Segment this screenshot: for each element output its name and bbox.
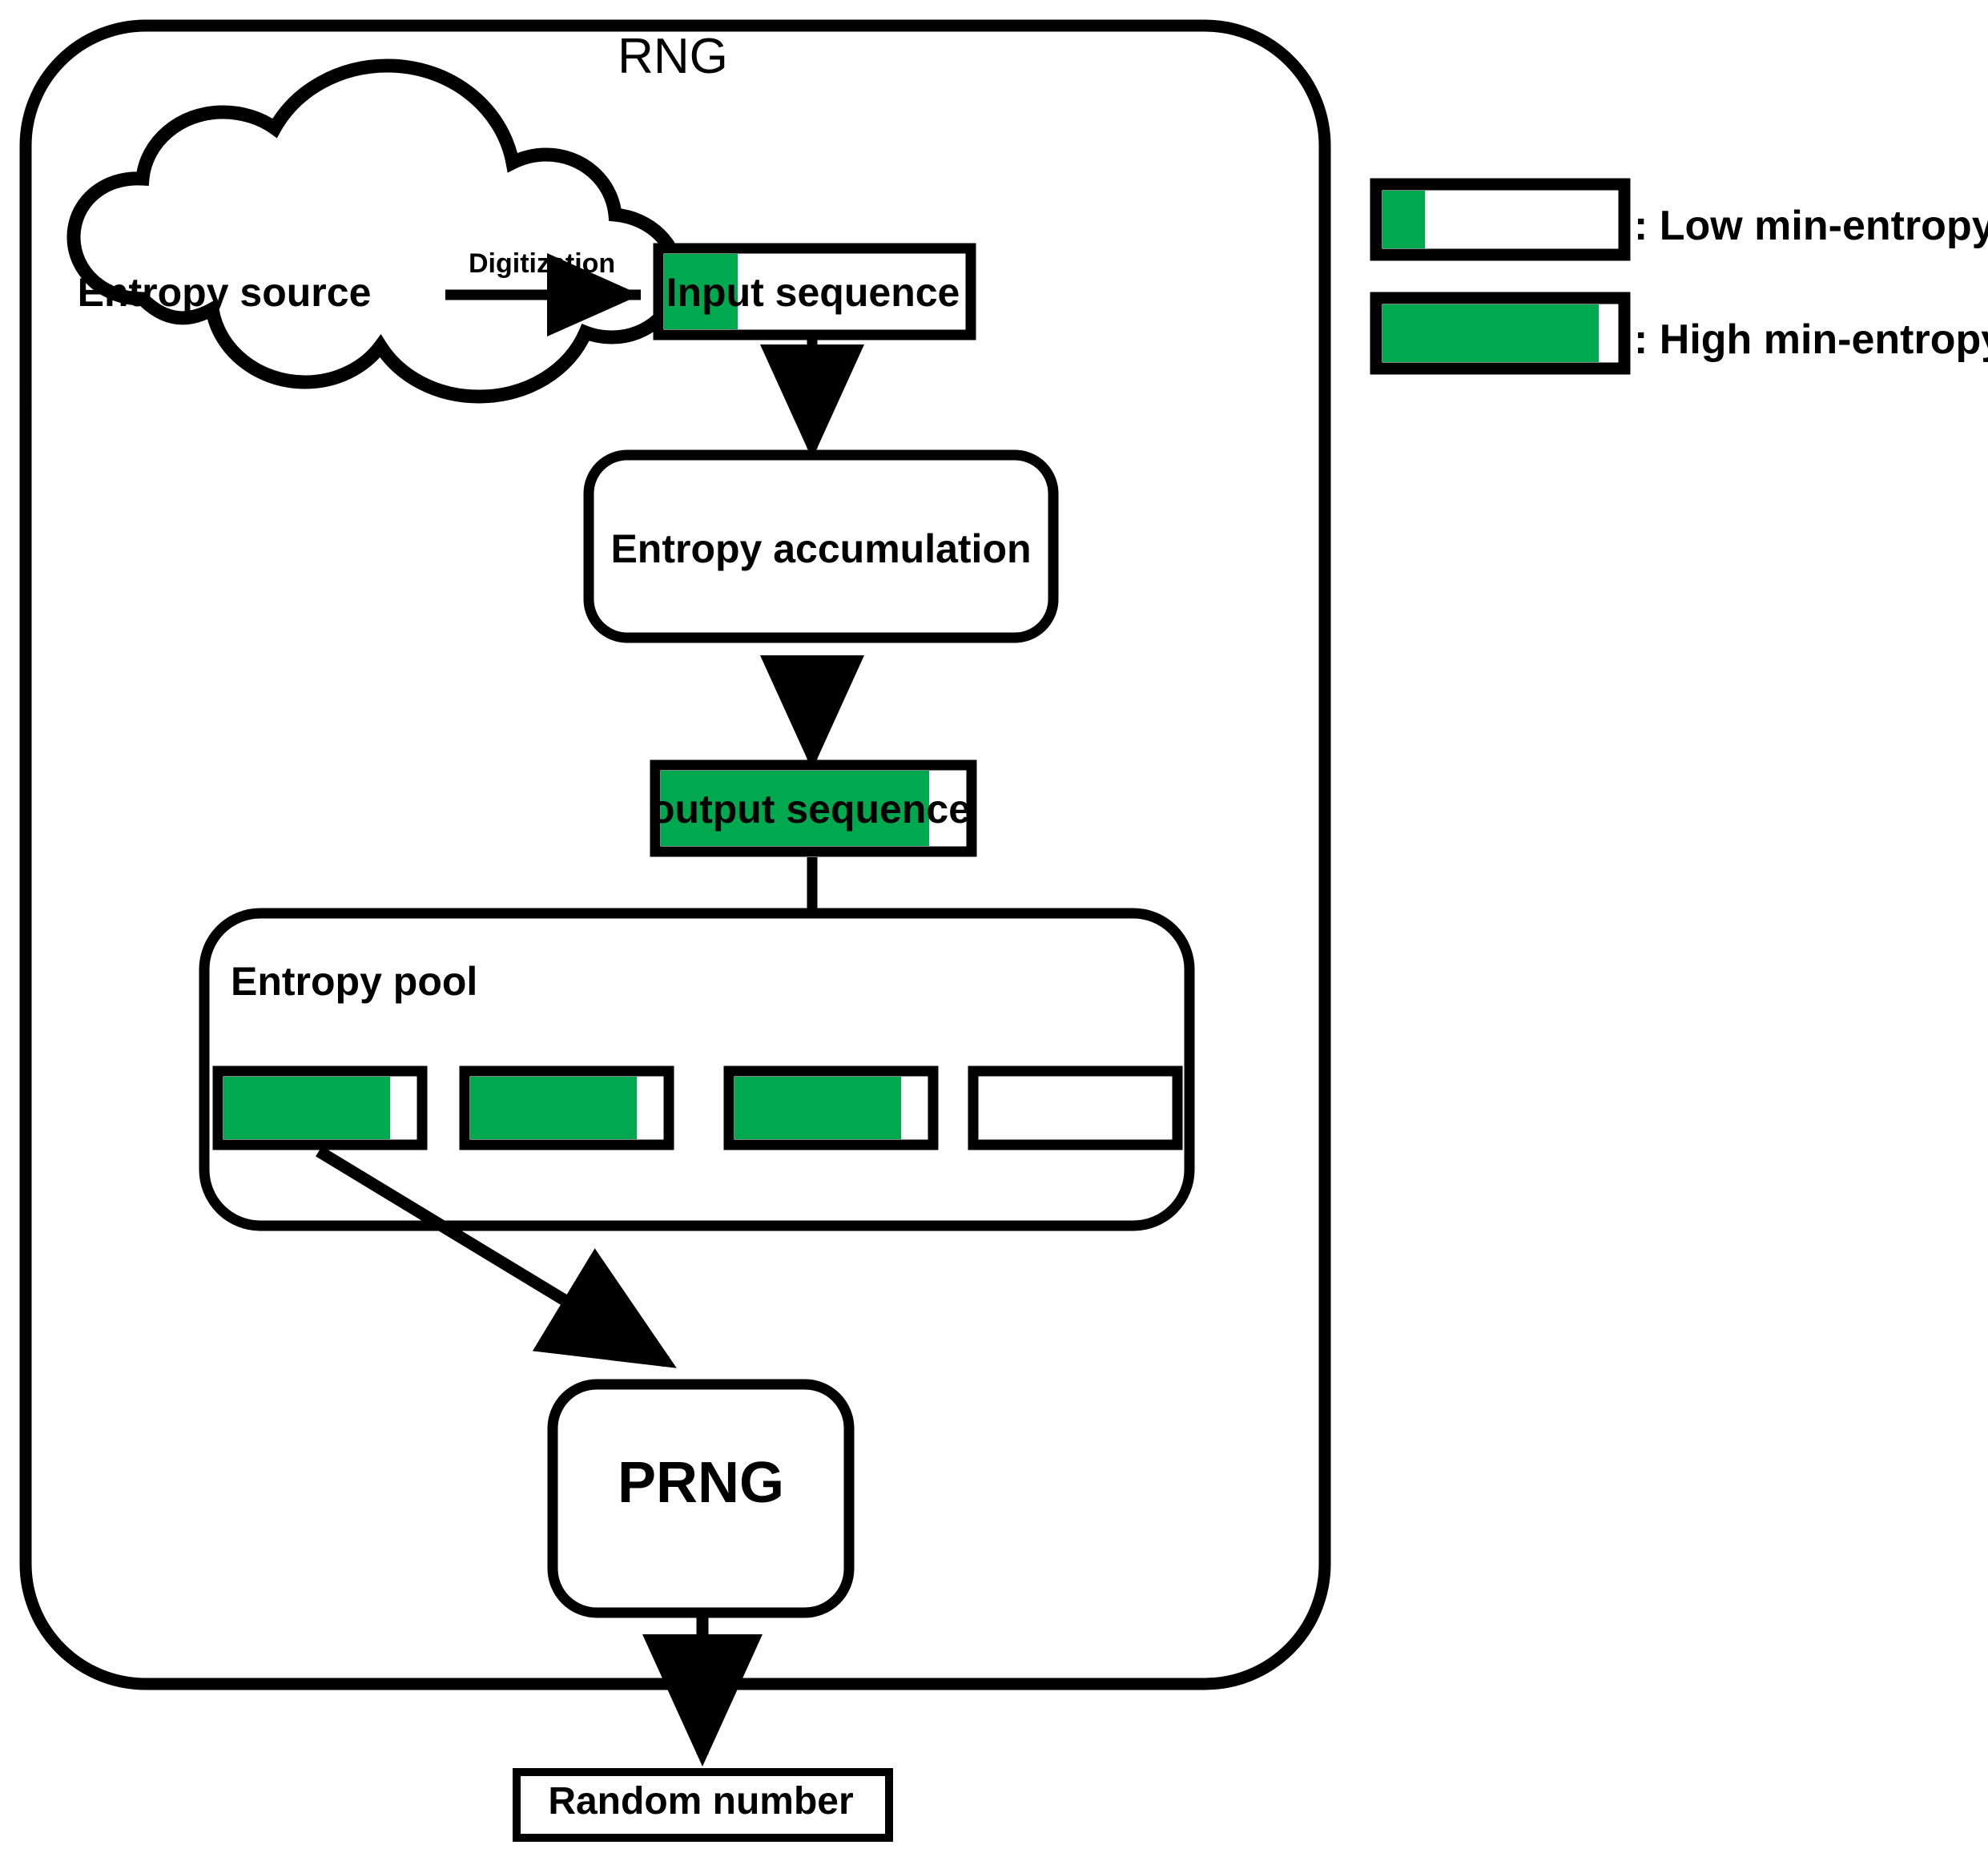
- output-sequence-label: output sequence: [650, 787, 972, 832]
- digitization-label: Digitization: [469, 248, 616, 279]
- legend-label-low-min-entropy: : Low min-entropy: [1634, 203, 1988, 249]
- entropy-pool-box: [199, 908, 1195, 1231]
- legend-label-high-min-entropy: : High min-entropy: [1634, 316, 1988, 363]
- output-sequence-bar-fill: [661, 771, 929, 846]
- prng-label: PRNG: [617, 1451, 785, 1515]
- page-title: RNG: [618, 29, 728, 84]
- entropy-pool-slot-outline: [968, 1065, 1183, 1150]
- input-sequence-label: Input sequence: [666, 270, 960, 315]
- entropy-source-label: Entropy source: [77, 270, 372, 315]
- entropy-source-cloud: [66, 58, 685, 404]
- arrow-pool-to-prng: [316, 1146, 677, 1368]
- legend-low-bar-fill: [1382, 191, 1425, 248]
- random-number-box: [513, 1768, 893, 1842]
- entropy-pool-slot-fill: [470, 1077, 637, 1139]
- entropy-pool-slot-fill: [734, 1077, 901, 1139]
- input-sequence-bar-fill: [664, 254, 738, 329]
- entropy-pool-label: Entropy pool: [231, 959, 478, 1004]
- legend-high-bar-fill: [1382, 304, 1599, 362]
- entropy-accumulation-label: Entropy accumulation: [610, 526, 1032, 571]
- random-number-label: Random number: [548, 1780, 854, 1823]
- prng-box: [547, 1379, 855, 1618]
- entropy-accumulation-box: [583, 449, 1059, 643]
- entropy-pool-slot-fill: [223, 1077, 390, 1139]
